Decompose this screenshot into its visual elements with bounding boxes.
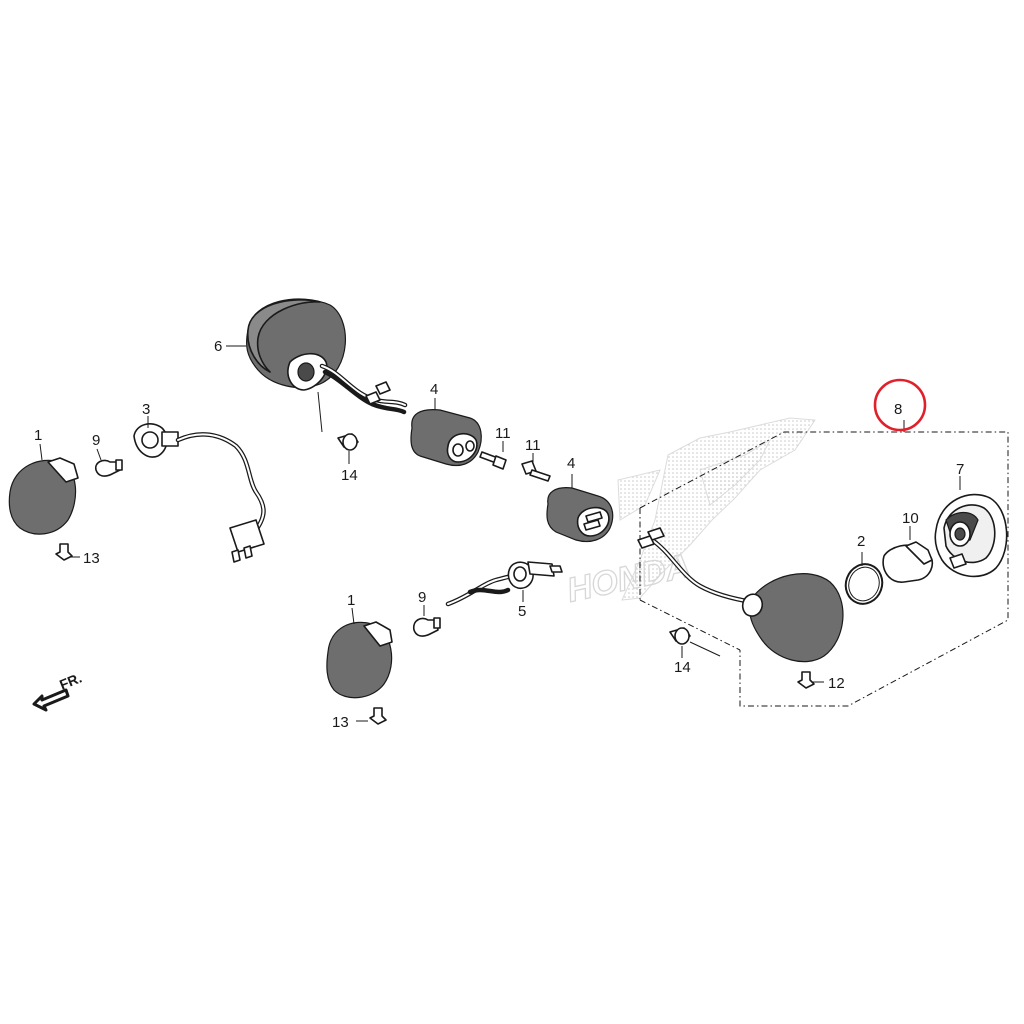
callout-8: 8 <box>894 401 902 418</box>
part-14-screw-lower <box>669 627 721 658</box>
part-7-lamp-base <box>934 476 1008 578</box>
part-12-screw <box>797 671 824 689</box>
callout-10: 10 <box>902 510 919 527</box>
part-9-bulb-lower <box>412 605 441 637</box>
part-2-o-ring <box>844 552 884 605</box>
callout-12: 12 <box>828 675 845 692</box>
callout-5: 5 <box>518 603 526 620</box>
callout-13-lower: 13 <box>332 714 349 731</box>
part-11-bolt-right <box>521 453 551 482</box>
part-4-grommet-right <box>546 474 614 543</box>
callout-11-right: 11 <box>525 437 541 454</box>
callout-14-upper: 14 <box>341 467 358 484</box>
callout-11-left: 11 <box>495 425 511 442</box>
part-9-bulb-upper <box>94 459 123 477</box>
part-10-bulb <box>882 526 934 583</box>
part-11-bolt-left <box>479 441 507 470</box>
part-13-screw-lower <box>356 707 387 725</box>
callout-14-lower: 14 <box>674 659 691 676</box>
part-1-lens-lower <box>326 607 393 699</box>
callout-1-lower: 1 <box>347 592 355 609</box>
part-5-socket <box>445 561 563 607</box>
part-14-screw-upper <box>337 433 359 464</box>
part-4-grommet-left <box>410 398 482 467</box>
part-1-lens-upper <box>8 443 79 535</box>
callout-2: 2 <box>857 533 865 550</box>
highlight-circle <box>873 378 927 432</box>
part-13-screw-upper <box>55 543 80 561</box>
watermark-text: HONDA <box>564 547 694 610</box>
callout-9-lower: 9 <box>418 589 426 606</box>
callout-7: 7 <box>956 461 964 478</box>
part-8-turn-signal-assembly <box>637 527 844 663</box>
direction-arrow-icon: FR. <box>32 669 84 712</box>
part-6-lamp-housing <box>246 298 408 433</box>
callout-4-left: 4 <box>430 381 438 398</box>
callout-9-upper: 9 <box>92 432 100 449</box>
callout-3: 3 <box>142 401 150 418</box>
part-3-socket <box>133 416 266 563</box>
callout-1-upper: 1 <box>34 427 42 444</box>
direction-label: FR. <box>57 669 84 692</box>
callout-4-right: 4 <box>567 455 575 472</box>
callout-13-upper: 13 <box>83 550 100 567</box>
callout-6: 6 <box>214 338 222 355</box>
